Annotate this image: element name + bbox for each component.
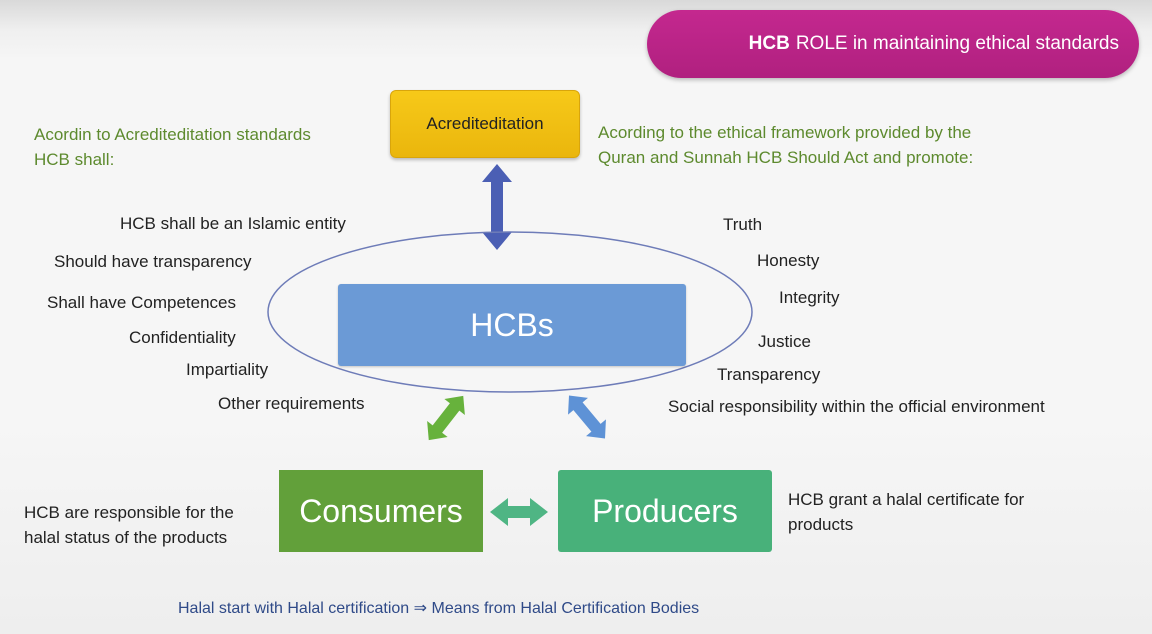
slide-title: HCB ROLE in maintaining ethical standard…	[647, 10, 1139, 78]
requirement-label: Other requirements	[218, 394, 365, 413]
requirement-label: HCB shall be an Islamic entity	[120, 214, 346, 233]
value-label: Transparency	[717, 365, 821, 384]
slide-title-rest: ROLE in maintaining ethical standards	[795, 33, 1119, 54]
requirement-label: Should have transparency	[54, 252, 252, 271]
producers-note-line: HCB grant a halal certificate for	[788, 490, 1025, 509]
consumers-producers-arrow	[490, 498, 548, 526]
accreditation-left-note: Acordin to Acrediteditation standards HC…	[34, 122, 311, 172]
hcbs-box: HCBs	[338, 284, 686, 366]
accreditation-hcbs-arrow	[482, 164, 512, 250]
consumers-note-line: halal status of the products	[24, 528, 228, 547]
value-label: Integrity	[779, 288, 840, 307]
value-label: Honesty	[757, 251, 820, 270]
accreditation-right-note: Acording to the ethical framework provid…	[598, 120, 973, 170]
value-label: Justice	[758, 332, 811, 351]
requirement-label: Shall have Competences	[47, 293, 237, 312]
footer-note: Halal start with Halal certification ⇒ M…	[178, 600, 700, 617]
value-label: Social responsibility within the officia…	[668, 397, 1045, 416]
producers-box: Producers	[558, 470, 772, 552]
accreditation-left-note-line: HCB shall:	[34, 150, 115, 169]
consumers-box: Consumers	[279, 470, 483, 552]
accreditation-box: Acrediteditation	[390, 90, 580, 158]
hcbs-producers-arrow	[568, 395, 606, 439]
requirement-label: Impartiality	[186, 360, 269, 379]
consumers-note-line: HCB are responsible for the	[24, 503, 234, 522]
accreditation-right-note-line: Acording to the ethical framework provid…	[598, 123, 972, 142]
value-label: Truth	[723, 215, 763, 234]
hcbs-ellipse	[267, 231, 753, 393]
slide-title-bold: HCB	[748, 33, 790, 54]
producers-note-line: products	[788, 515, 854, 534]
requirement-label: Confidentiality	[129, 328, 236, 347]
producers-note: HCB grant a halal certificate for produc…	[788, 487, 1024, 537]
accreditation-left-note-line: Acordin to Acrediteditation standards	[34, 125, 311, 144]
consumers-note: HCB are responsible for the halal status…	[24, 500, 234, 550]
accreditation-right-note-line: Quran and Sunnah HCB Should Act and prom…	[598, 148, 974, 167]
hcbs-consumers-arrow	[427, 395, 465, 441]
